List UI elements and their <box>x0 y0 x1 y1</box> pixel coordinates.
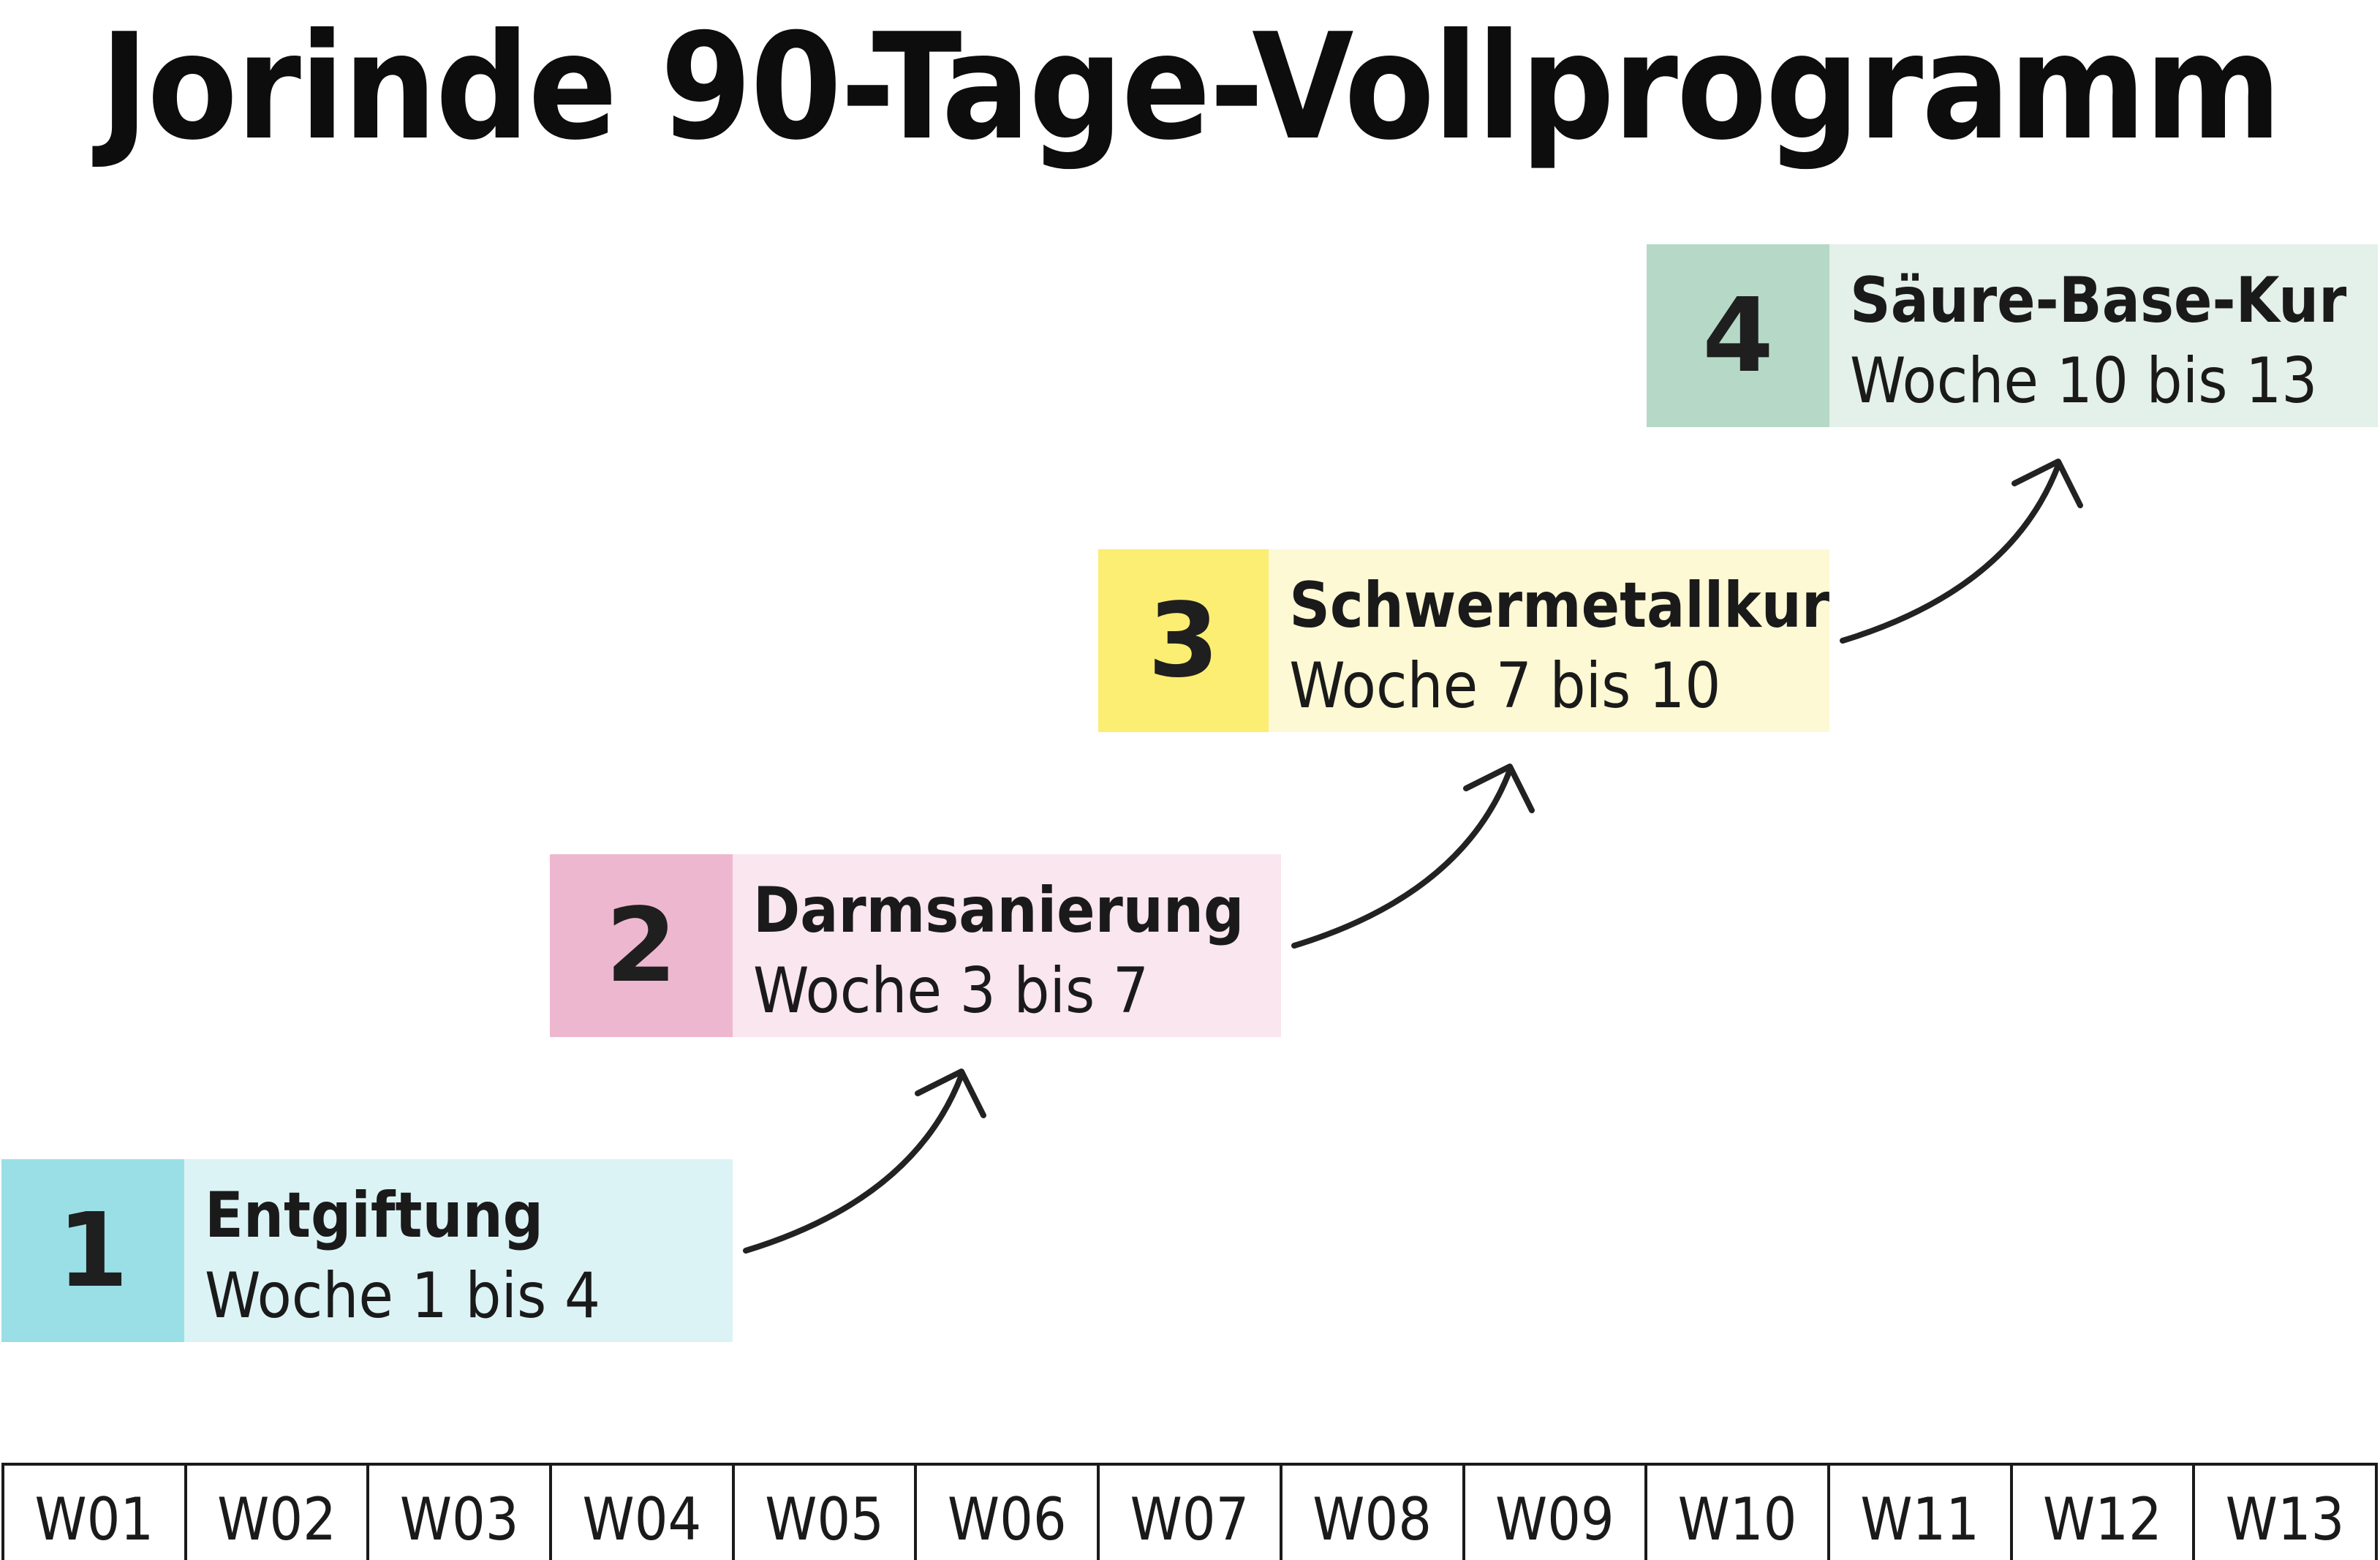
arrow-2-to-3 <box>1291 764 1535 949</box>
step-3: 3 Schwermetallkur Woche 7 bis 10 <box>1098 549 1829 732</box>
step-name: Entgiftung <box>205 1179 544 1252</box>
arrow-1-to-2 <box>743 1069 986 1254</box>
step-number: 1 <box>1 1159 184 1342</box>
week-cell: W03 <box>369 1466 553 1560</box>
week-cell: W09 <box>1465 1466 1648 1560</box>
week-cell: W05 <box>735 1466 918 1560</box>
week-cell: W08 <box>1282 1466 1465 1560</box>
step-1: 1 Entgiftung Woche 1 bis 4 <box>1 1159 733 1342</box>
page-title: Jorinde 90-Tage-Vollprogramm <box>99 2 2282 173</box>
week-cell: W12 <box>2013 1466 2196 1560</box>
step-body: Säure-Base-Kur Woche 10 bis 13 <box>1829 244 2378 427</box>
step-number: 4 <box>1647 244 1829 427</box>
step-body: Darmsanierung Woche 3 bis 7 <box>733 854 1281 1037</box>
step-name: Darmsanierung <box>753 874 1244 947</box>
week-cell: W02 <box>187 1466 370 1560</box>
step-weeks: Woche 3 bis 7 <box>753 954 1149 1028</box>
step-body: Entgiftung Woche 1 bis 4 <box>184 1159 733 1342</box>
week-timeline: W01 W02 W03 W04 W05 W06 W07 W08 W09 W10 … <box>1 1463 2378 1560</box>
arrow-3-to-4 <box>1840 459 2083 644</box>
step-weeks: Woche 1 bis 4 <box>205 1259 601 1333</box>
step-number: 2 <box>550 854 733 1037</box>
step-body: Schwermetallkur Woche 7 bis 10 <box>1269 549 1829 732</box>
step-name: Säure-Base-Kur <box>1850 264 2347 337</box>
step-number: 3 <box>1098 549 1269 732</box>
week-cell: W13 <box>2195 1466 2378 1560</box>
step-2: 2 Darmsanierung Woche 3 bis 7 <box>550 854 1281 1037</box>
week-cell: W07 <box>1100 1466 1282 1560</box>
step-4: 4 Säure-Base-Kur Woche 10 bis 13 <box>1647 244 2378 427</box>
week-cell: W06 <box>917 1466 1100 1560</box>
week-cell: W10 <box>1647 1466 1830 1560</box>
week-cell: W04 <box>552 1466 735 1560</box>
step-weeks: Woche 10 bis 13 <box>1850 344 2318 418</box>
week-cell: W11 <box>1830 1466 2013 1560</box>
step-weeks: Woche 7 bis 10 <box>1289 649 1721 723</box>
week-cell: W01 <box>4 1466 187 1560</box>
step-name: Schwermetallkur <box>1289 569 1829 642</box>
